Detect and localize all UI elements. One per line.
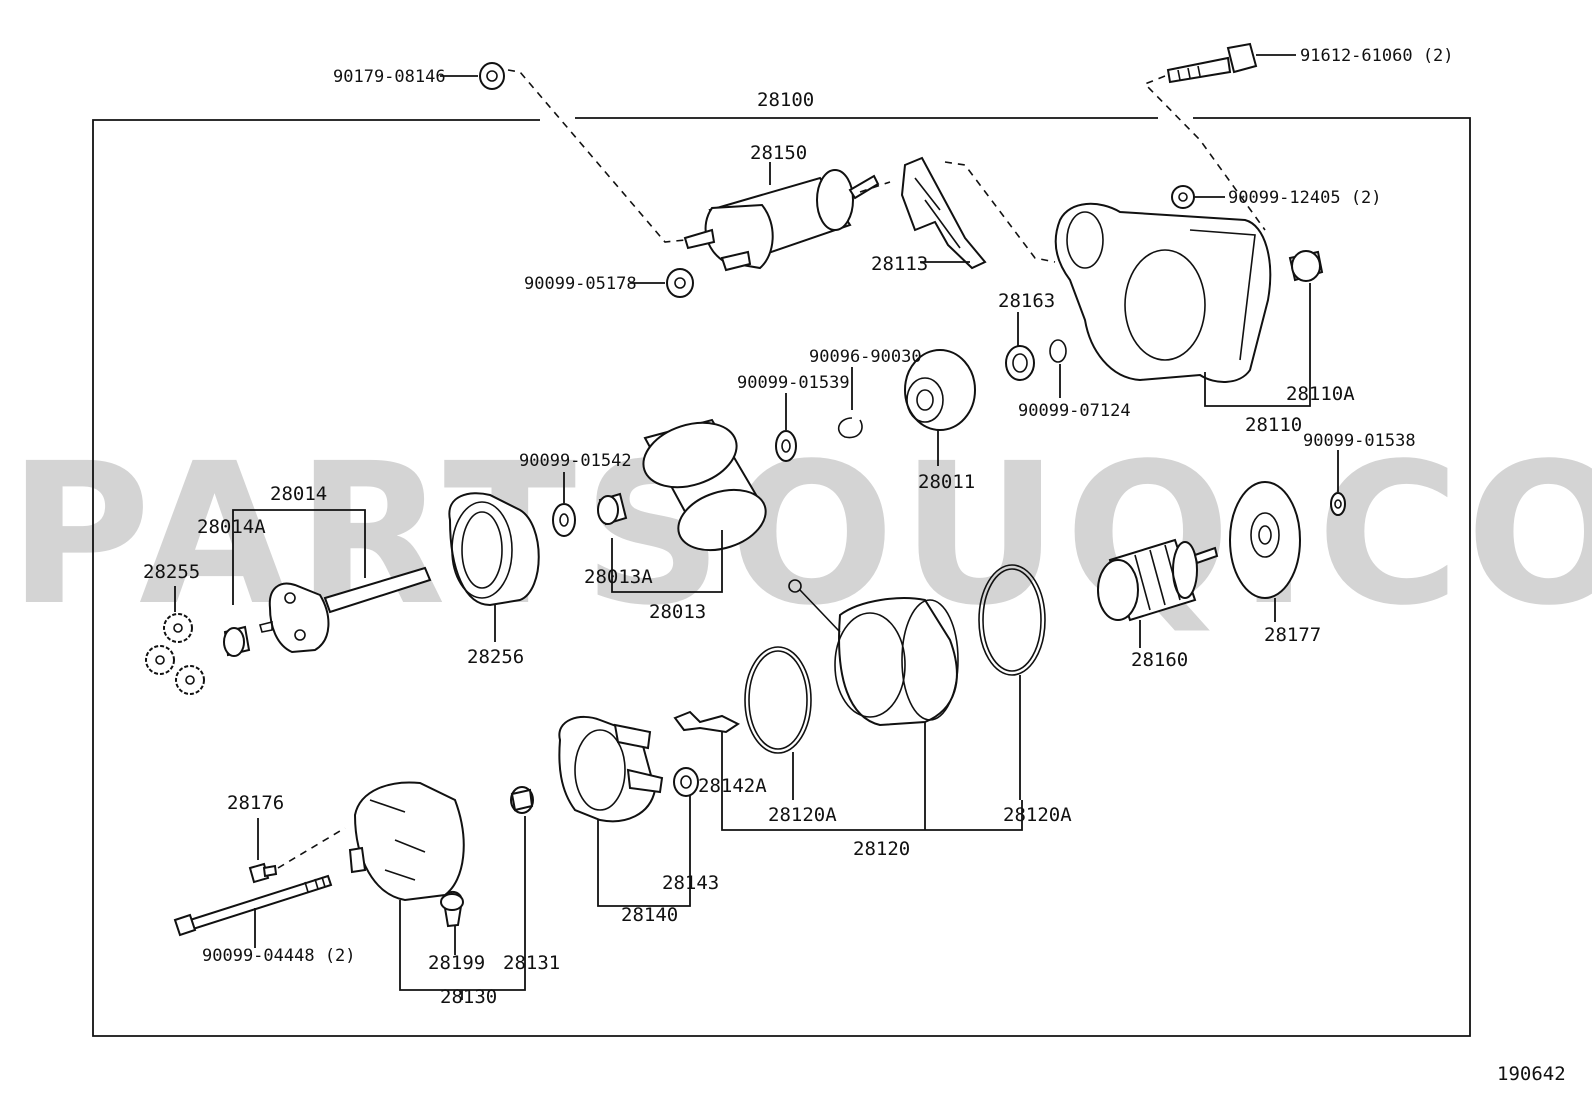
label-90099-01542: 90099-01542 — [519, 451, 632, 471]
nut-90179-08146[interactable] — [479, 62, 505, 90]
internal-gear-28256[interactable] — [448, 492, 540, 607]
label-28176: 28176 — [227, 792, 284, 814]
yoke-28013[interactable] — [635, 412, 773, 561]
label-28142A: 28142A — [698, 775, 767, 797]
label-28163: 28163 — [998, 290, 1055, 312]
plate-28177[interactable] — [1229, 481, 1301, 599]
label-28160: 28160 — [1131, 649, 1188, 671]
plug-28131[interactable] — [510, 786, 534, 814]
bushing-28014A[interactable] — [223, 625, 251, 657]
label-28100: 28100 — [757, 89, 814, 111]
label-91612-61060: 91612-61060 (2) — [1300, 46, 1454, 66]
label-28143: 28143 — [662, 872, 719, 894]
label-28011: 28011 — [918, 471, 975, 493]
screw-28176[interactable] — [248, 862, 278, 884]
label-90099-12405: 90099-12405 (2) — [1228, 188, 1382, 208]
label-90099-07124: 90099-07124 — [1018, 401, 1131, 421]
label-28150: 28150 — [750, 142, 807, 164]
label-28110A: 28110A — [1286, 383, 1355, 405]
snap-ring-90099-07124[interactable] — [1049, 339, 1067, 363]
figure-id: 190642 — [1497, 1063, 1566, 1085]
spring-28143[interactable] — [673, 767, 699, 797]
bolt-90099-04448[interactable] — [173, 874, 333, 937]
label-90099-01538: 90099-01538 — [1303, 431, 1416, 451]
o-ring-28120A-left[interactable] — [744, 646, 812, 754]
brush-holder-28140[interactable] — [558, 715, 664, 823]
washer-90099-01539[interactable] — [775, 430, 797, 462]
bolt-91612-61060[interactable] — [1166, 42, 1258, 84]
label-90099-05178: 90099-05178 — [524, 274, 637, 294]
label-28177: 28177 — [1264, 624, 1321, 646]
label-28110: 28110 — [1245, 414, 1302, 436]
label-28014: 28014 — [270, 483, 327, 505]
planetary-gears-28255[interactable] — [145, 613, 205, 695]
label-90096-90030: 90096-90030 — [809, 347, 922, 367]
clutch-28011[interactable] — [904, 349, 976, 431]
nut-90099-12405[interactable] — [1171, 185, 1195, 209]
label-28255: 28255 — [143, 561, 200, 583]
nut-90099-05178[interactable] — [666, 268, 694, 298]
shaft-28014[interactable] — [259, 566, 432, 654]
armature-28160[interactable] — [1097, 538, 1219, 622]
o-ring-28120A-right[interactable] — [978, 564, 1046, 676]
label-28120A-left: 28120A — [768, 804, 837, 826]
bolt-28199[interactable] — [440, 891, 464, 928]
sleeve-28013A[interactable] — [597, 492, 628, 526]
end-frame-28130[interactable] — [348, 781, 465, 902]
label-28014A: 28014A — [197, 516, 266, 538]
label-28120: 28120 — [853, 838, 910, 860]
field-frame-28120[interactable] — [788, 579, 959, 727]
brush-28142A[interactable] — [673, 710, 740, 734]
assembly-frame — [92, 117, 1471, 1037]
label-28140: 28140 — [621, 904, 678, 926]
label-28199: 28199 — [428, 952, 485, 974]
housing-28110[interactable] — [1054, 202, 1272, 383]
label-28013A: 28013A — [584, 566, 653, 588]
label-90099-01539: 90099-01539 — [737, 373, 850, 393]
label-28120A-right: 28120A — [1003, 804, 1072, 826]
label-28013: 28013 — [649, 601, 706, 623]
washer-90099-01538[interactable] — [1330, 492, 1346, 516]
lever-28113[interactable] — [900, 156, 987, 270]
label-28256: 28256 — [467, 646, 524, 668]
label-28130: 28130 — [440, 986, 497, 1008]
label-28113: 28113 — [871, 253, 928, 275]
clip-90096-90030[interactable] — [837, 417, 863, 439]
label-90099-04448: 90099-04448 (2) — [202, 946, 356, 966]
solenoid-28150[interactable] — [683, 169, 880, 272]
bearing-28163[interactable] — [1005, 345, 1035, 381]
label-28131: 28131 — [503, 952, 560, 974]
bushing-28110A[interactable] — [1288, 250, 1324, 282]
washer-90099-01542[interactable] — [552, 503, 576, 537]
label-90179-08146: 90179-08146 — [333, 67, 446, 87]
